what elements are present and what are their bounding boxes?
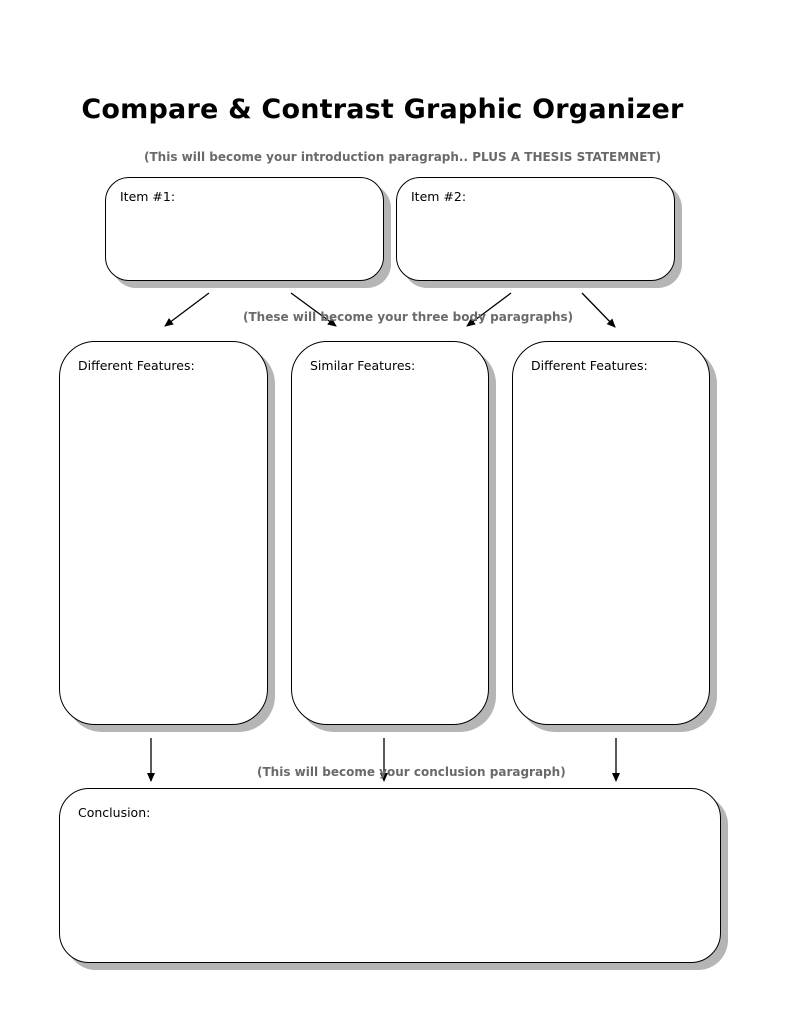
conclusion-box[interactable]: Conclusion:	[59, 788, 721, 963]
similar-features-label: Similar Features:	[310, 358, 416, 373]
item-2-box[interactable]: Item #2:	[396, 177, 675, 281]
conclusion-note: (This will become your conclusion paragr…	[257, 765, 566, 779]
arrow-item1-to-different-left	[164, 292, 210, 327]
body-note: (These will become your three body parag…	[243, 310, 574, 324]
different-features-left-label: Different Features:	[78, 358, 195, 373]
item-1-label: Item #1:	[120, 189, 176, 204]
similar-features-box[interactable]: Similar Features:	[291, 341, 489, 725]
item-1-box[interactable]: Item #1:	[105, 177, 384, 281]
page-title: Compare & Contrast Graphic Organizer	[81, 94, 684, 125]
conclusion-label: Conclusion:	[78, 805, 151, 820]
item-2-label: Item #2:	[411, 189, 467, 204]
different-features-right-label: Different Features:	[531, 358, 648, 373]
intro-note: (This will become your introduction para…	[144, 150, 662, 164]
different-features-left-box[interactable]: Different Features:	[59, 341, 268, 725]
arrow-item2-to-different-right	[581, 292, 616, 328]
different-features-right-box[interactable]: Different Features:	[512, 341, 710, 725]
